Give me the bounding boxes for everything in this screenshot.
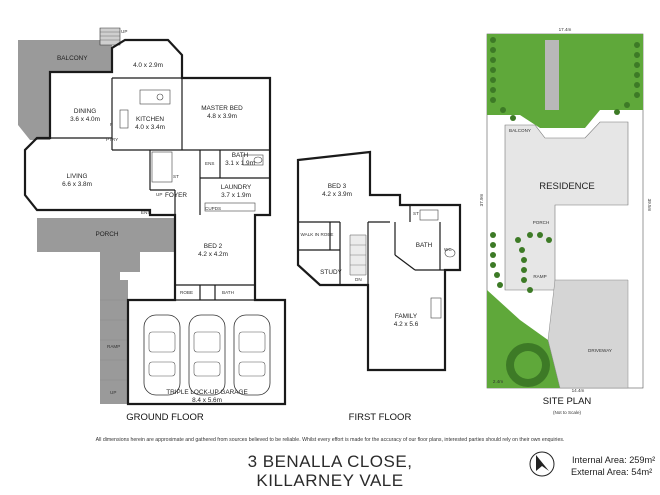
site-dim-bottom-left: 2.4m xyxy=(493,379,503,384)
room-label-living: LIVING xyxy=(67,173,88,180)
first-floor-interior-walls xyxy=(298,205,445,285)
room-label-wc: WC xyxy=(444,247,452,252)
car-icon xyxy=(188,314,226,396)
room-label-walk-in-robe: WALK IN ROBE xyxy=(300,232,333,237)
room-label-kitchen: KITCHEN xyxy=(136,116,164,123)
stairs-down-label: DN xyxy=(355,277,362,282)
room-label-entry: ENT xyxy=(141,210,150,215)
site-driveway xyxy=(547,279,629,389)
site-label-balcony: BALCONY xyxy=(509,128,531,133)
porch-deck xyxy=(37,218,175,300)
ground-floor-outer-wall xyxy=(23,38,287,406)
first-floor-plan: BED 3 4.2 x 3.9m WALK IN ROBE ST BATH WC… xyxy=(296,150,462,423)
room-dim-family: 4.2 x 5.6 xyxy=(394,321,419,328)
site-tree-canopy xyxy=(514,351,542,379)
room-label-store: ST xyxy=(173,174,179,179)
room-dim-laundry: 3.7 x 1.9m xyxy=(221,192,251,199)
room-label-garage: TRIPLE LOCK-UP GARAGE xyxy=(166,389,248,396)
stairs-up-top-label: UP xyxy=(121,29,127,34)
room-dim-bath: 3.1 x 1.9m xyxy=(225,160,255,167)
room-dim-garage: 8.4 x 5.6m xyxy=(192,397,222,404)
room-label-balcony: BALCONY xyxy=(57,55,88,62)
site-dim-left: 37.9m xyxy=(479,193,484,206)
room-label-pantry: PTRY xyxy=(106,137,118,142)
ramp-up-label: UP xyxy=(110,390,116,395)
balcony-deck xyxy=(18,40,112,140)
room-label-laundry: LAUNDRY xyxy=(221,184,252,191)
caption-site-plan-note: (Not to Scale) xyxy=(553,410,582,415)
room-label-cupboards: CUPDS xyxy=(205,206,221,211)
room-label-bath: BATH xyxy=(232,152,249,159)
room-label-family: FAMILY xyxy=(395,313,418,320)
site-residence xyxy=(504,121,629,291)
room-dim-dining: 3.6 x 4.0m xyxy=(70,116,100,123)
site-path xyxy=(545,40,559,110)
internal-area-text: Internal Area: 259m² xyxy=(572,455,656,465)
address-line-2: KILLARNEY VALE xyxy=(256,471,404,490)
caption-site-plan: SITE PLAN xyxy=(543,396,592,407)
room-label-master-bed: MASTER BED xyxy=(201,105,243,112)
room-label-bath-ff: BATH xyxy=(416,242,433,249)
site-label-ramp: RAMP xyxy=(533,274,546,279)
site-hedges xyxy=(490,37,640,293)
disclaimer-text: All dimensions herein are approximate an… xyxy=(95,437,565,443)
ramp-hatching xyxy=(100,299,128,381)
room-label-study: STUDY xyxy=(320,269,342,276)
room-dim-kitchen: 4.0 x 3.4m xyxy=(135,124,165,131)
site-lawn-rear xyxy=(487,34,643,128)
ground-floor-fixtures xyxy=(119,89,264,212)
room-label-porch: PORCH xyxy=(95,231,118,238)
site-label-porch: PORCH xyxy=(533,220,550,225)
room-label-robe: ROBE xyxy=(180,290,193,295)
site-label-residence: RESIDENCE xyxy=(539,181,594,192)
room-dim-upper: 4.0 x 2.9m xyxy=(133,62,163,69)
external-area-text: External Area: 54m² xyxy=(571,467,653,477)
room-label-foyer: FOYER xyxy=(165,192,187,199)
room-dim-master-bed: 4.8 x 3.9m xyxy=(207,113,237,120)
caption-ground-floor: GROUND FLOOR xyxy=(126,412,204,423)
room-label-bed3: BED 3 xyxy=(328,183,347,190)
site-plan: 17.4m 37.9m 39.5m 14.4m 2.4m BALCONY RES… xyxy=(479,27,652,415)
room-dim-bed3: 4.2 x 3.9m xyxy=(322,191,352,198)
ground-floor-plan: BALCONY 4.0 x 2.9m DINING 3.6 x 4.0m KIT… xyxy=(18,27,287,423)
garage-cars xyxy=(143,314,271,396)
room-label-dining: DINING xyxy=(74,108,96,115)
room-label-ensuite: ENS xyxy=(205,161,214,166)
room-dim-living: 6.6 x 3.8m xyxy=(62,181,92,188)
stairs-up-label: UP xyxy=(156,192,162,197)
site-dim-top: 17.4m xyxy=(559,27,572,32)
ground-floor-interior-walls xyxy=(38,77,270,301)
room-dim-bed2: 4.2 x 4.2m xyxy=(198,251,228,258)
ramp-deck xyxy=(100,280,128,404)
room-label-fridge: F xyxy=(110,122,113,127)
room-label-store-ff: ST xyxy=(413,211,419,216)
car-icon xyxy=(233,314,271,396)
stairs-top xyxy=(99,27,121,46)
car-icon xyxy=(143,314,181,396)
first-floor-outer-wall xyxy=(296,150,462,372)
room-label-ramp: RAMP xyxy=(107,344,120,349)
site-dim-bottom: 14.4m xyxy=(572,388,585,393)
room-label-bed2: BED 2 xyxy=(204,243,223,250)
north-arrow-icon xyxy=(529,451,555,477)
caption-first-floor: FIRST FLOOR xyxy=(349,412,412,423)
site-dim-right: 39.5m xyxy=(647,199,652,212)
address-line-1: 3 BENALLA CLOSE, xyxy=(247,452,413,471)
room-label-bath2: BATH xyxy=(222,290,234,295)
site-label-driveway: DRIVEWAY xyxy=(588,348,612,353)
first-floor-fixtures xyxy=(349,209,456,319)
